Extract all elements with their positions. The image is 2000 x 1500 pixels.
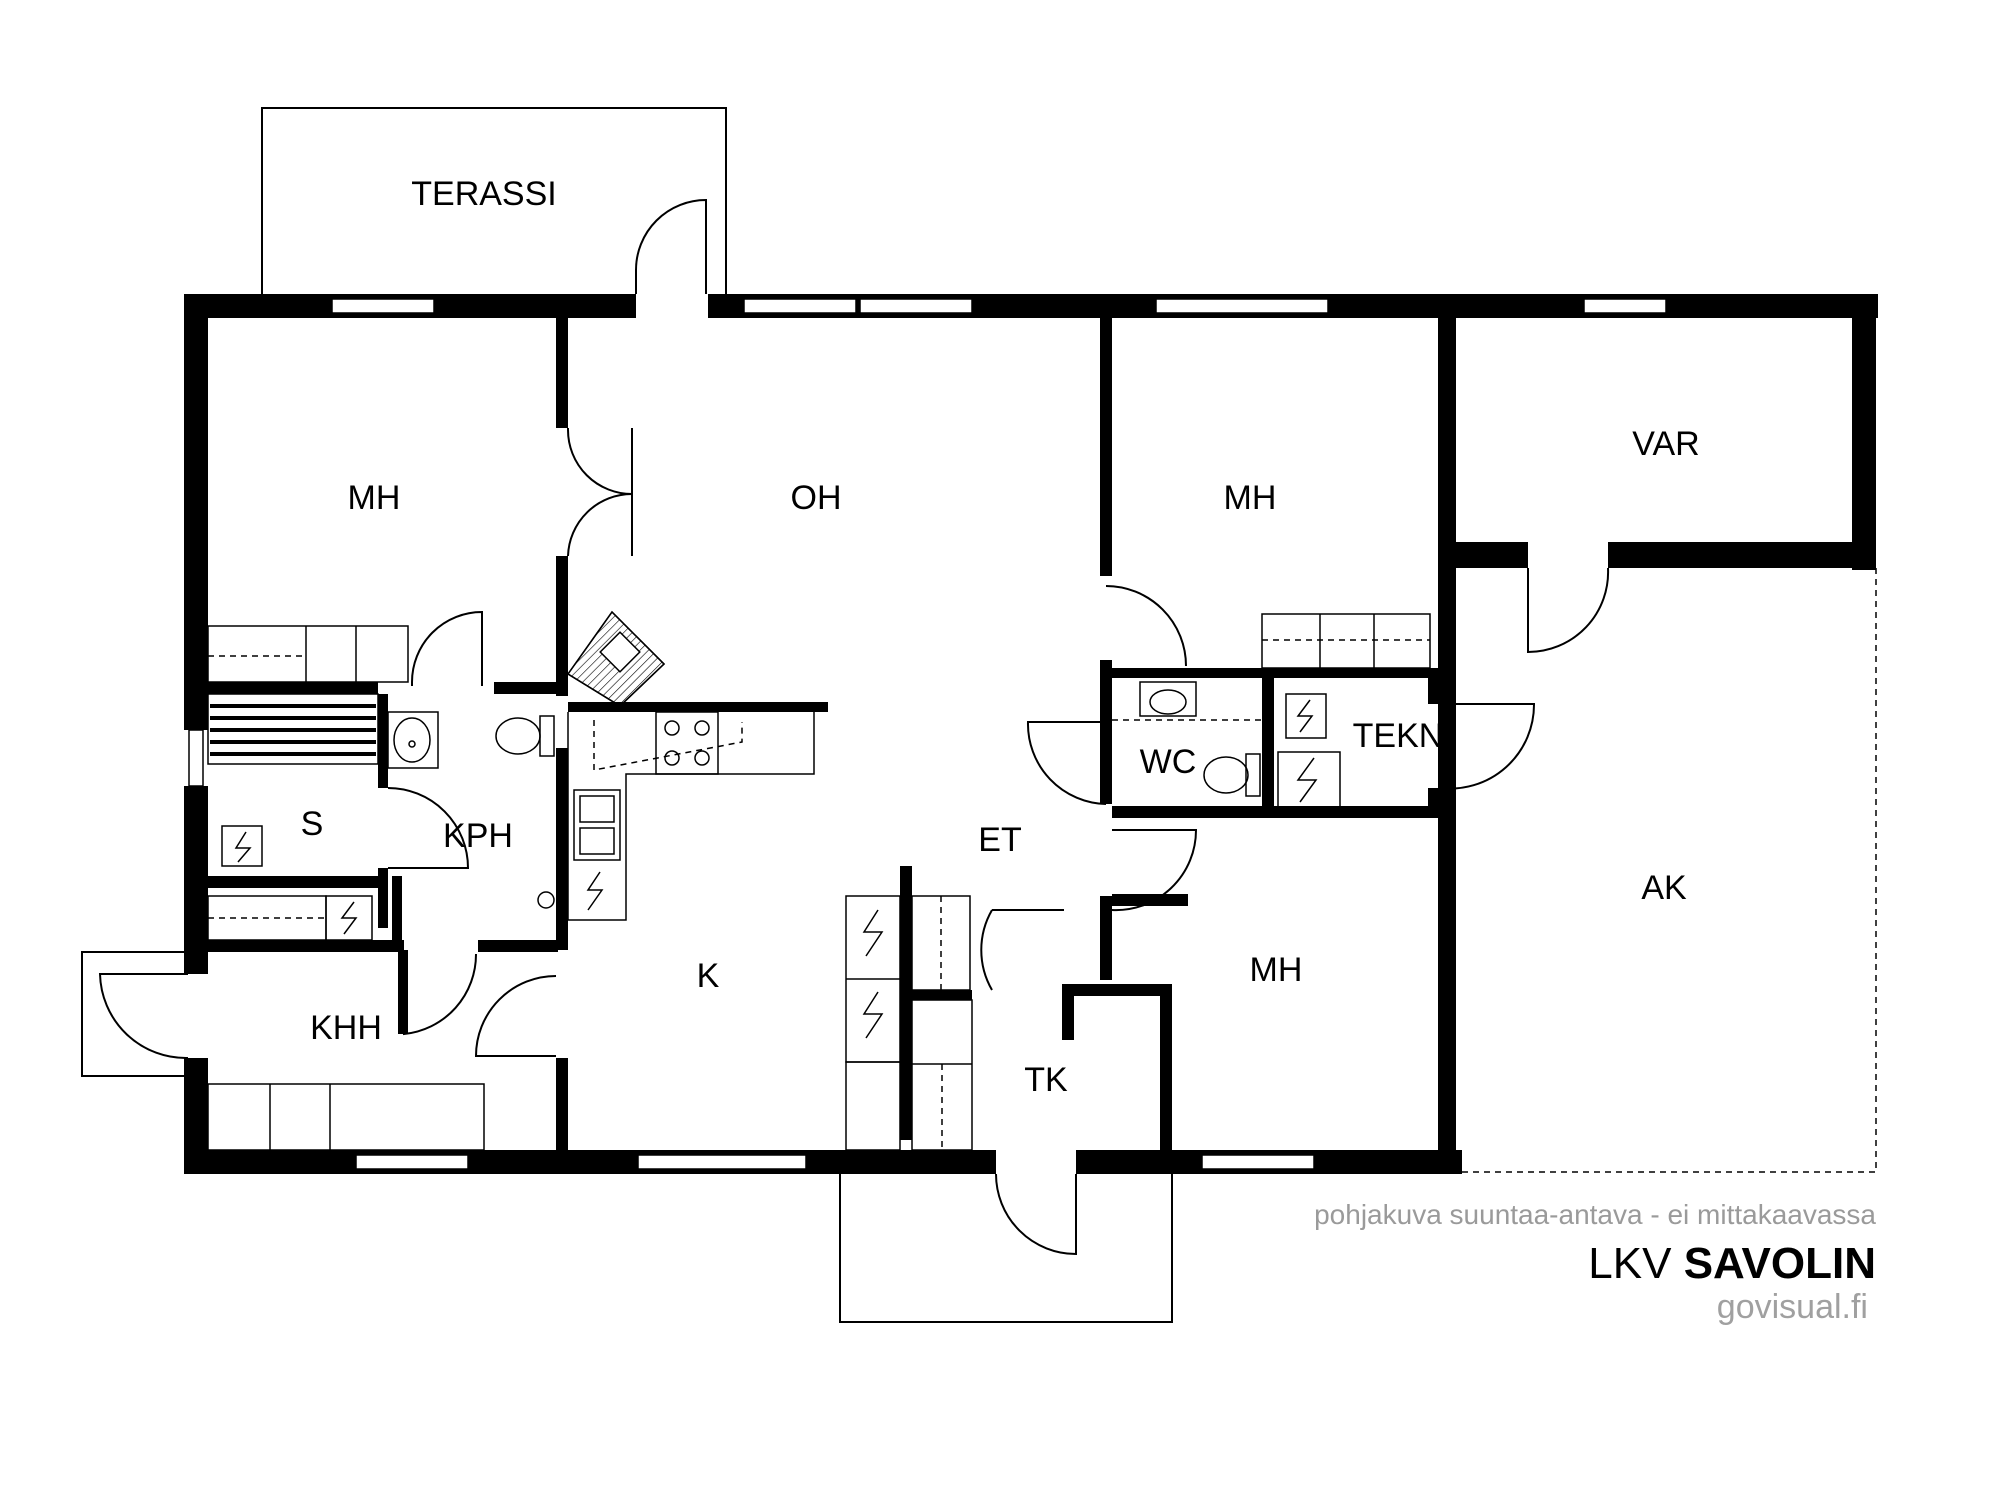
door-swing-icon — [567, 428, 633, 495]
door-swing-icon — [411, 610, 483, 686]
room-label-var: VAR — [1632, 425, 1699, 463]
room-label-s: S — [301, 805, 324, 843]
electric-panel-icon — [586, 871, 604, 911]
room-label-khh: KHH — [310, 1009, 382, 1047]
window-icon — [331, 298, 435, 314]
sink-icon — [1139, 681, 1197, 717]
room-label-mh-left: MH — [348, 479, 401, 517]
electric-panel-icon — [221, 825, 263, 867]
door-swing-icon — [403, 952, 478, 1036]
room-label-k: K — [697, 957, 720, 995]
terrace-outline-top — [261, 107, 727, 294]
door-swing-icon — [995, 1173, 1077, 1256]
stove-icon — [655, 711, 719, 775]
toilet-icon — [495, 715, 555, 757]
room-label-terassi: TERASSI — [411, 175, 556, 213]
door-swing-icon — [1105, 585, 1187, 667]
window-icon — [1201, 1154, 1315, 1170]
fireplace-icon — [566, 610, 666, 707]
room-label-tekn: TEKN — [1353, 717, 1444, 755]
door-swing-icon — [980, 909, 993, 991]
electric-panel-icon — [325, 895, 373, 941]
room-label-wc: WC — [1140, 743, 1197, 781]
door-swing-icon — [387, 787, 470, 869]
window-icon — [355, 1154, 469, 1170]
door-swing-icon — [474, 975, 557, 1057]
electric-panel-icon — [1277, 751, 1341, 809]
door-swing-icon — [1111, 829, 1198, 912]
disclaimer-note: pohjakuva suuntaa-antava - ei mittakaava… — [1314, 1199, 1876, 1230]
sauna-bench — [210, 704, 376, 756]
window-icon — [743, 298, 857, 314]
brand-logo: LKV SAVOLIN — [1588, 1239, 1876, 1288]
room-label-mh-center: MH — [1224, 479, 1277, 517]
electric-panel-icon — [1285, 693, 1327, 739]
electric-panel-icon — [862, 909, 884, 1039]
window-icon — [188, 729, 204, 787]
sink-icon — [573, 789, 621, 861]
side-step-outline — [81, 951, 188, 1077]
door-swing-icon — [98, 973, 189, 1060]
room-label-mh-bottom: MH — [1250, 951, 1303, 989]
door-swing-icon — [1439, 703, 1536, 790]
toilet-icon — [1203, 753, 1261, 797]
room-label-et: ET — [978, 821, 1021, 859]
fixtures — [207, 610, 1431, 1151]
entrance-porch-outline — [839, 1164, 1173, 1323]
windows — [188, 298, 1667, 1170]
website-label: govisual.fi — [1717, 1288, 1868, 1326]
room-label-oh: OH — [791, 479, 842, 517]
doors — [98, 198, 1610, 1256]
garage-open-side — [1460, 568, 1877, 1173]
window-icon — [859, 298, 973, 314]
room-label-kph: KPH — [443, 817, 513, 855]
window-icon — [1155, 298, 1329, 314]
sink-icon — [387, 711, 439, 769]
window-icon — [1583, 298, 1667, 314]
room-labels: TERASSI MH OH MH VAR S KPH WC TEKN ET KH… — [301, 175, 1700, 1099]
interior-walls — [208, 318, 1442, 1164]
door-swing-icon — [567, 493, 633, 557]
door-swing-icon — [1026, 721, 1107, 805]
door-swing-icon — [635, 198, 707, 294]
exterior-walls — [184, 294, 1878, 1174]
room-label-tk: TK — [1024, 1061, 1068, 1099]
room-label-ak: AK — [1641, 869, 1687, 907]
door-swing-icon — [1527, 567, 1610, 654]
window-icon — [637, 1154, 807, 1170]
